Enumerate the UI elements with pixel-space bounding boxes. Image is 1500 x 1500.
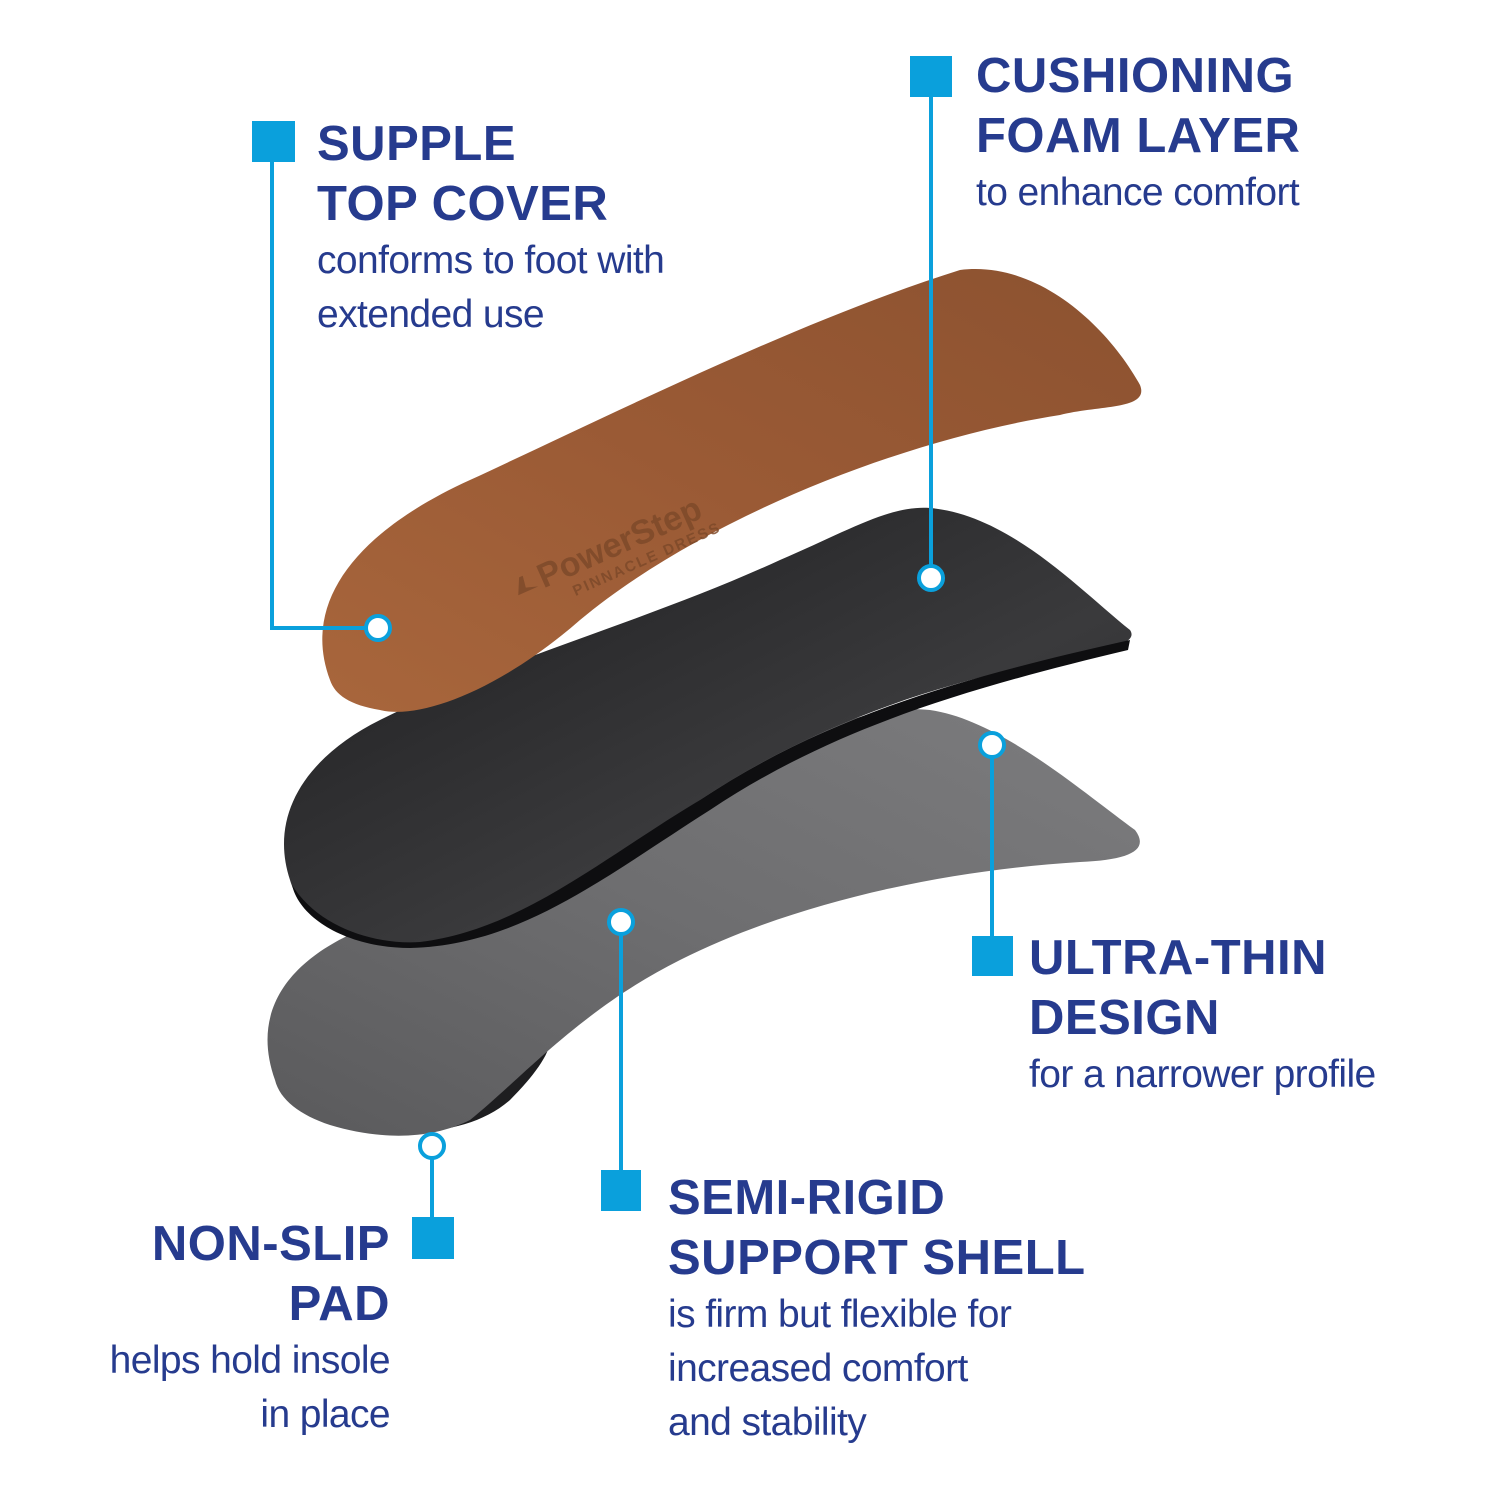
callout-description: is firm but flexible for <box>668 1293 1012 1336</box>
callout-title: SUPPORT SHELL <box>668 1231 1086 1285</box>
support-shell-shape <box>267 709 1140 1136</box>
callout-title: NON-SLIP <box>151 1217 390 1271</box>
callout-title: SUPPLE <box>317 117 517 171</box>
callout-cushioning-foam: CUSHIONING FOAM LAYER to enhance comfort <box>976 46 1300 220</box>
callout-description: extended use <box>317 293 545 336</box>
callout-title: PAD <box>288 1277 390 1331</box>
callout-description: helps hold insole <box>109 1339 391 1382</box>
callout-semi-rigid-shell: SEMI-RIGID SUPPORT SHELL is firm but fle… <box>668 1168 1086 1450</box>
callout-description: to enhance comfort <box>976 171 1300 214</box>
callout-description: in place <box>260 1393 390 1436</box>
callout-connectors <box>270 95 994 1219</box>
callout-title: CUSHIONING <box>976 49 1295 103</box>
callout-title: SEMI-RIGID <box>668 1171 946 1225</box>
callout-supple-top-cover: SUPPLE TOP COVER conforms to foot with e… <box>317 114 665 342</box>
callout-description: and stability <box>668 1401 867 1444</box>
callout-description: conforms to foot with <box>317 239 665 282</box>
callout-title: TOP COVER <box>317 177 609 231</box>
foam-layer-shape <box>284 507 1132 945</box>
callout-squares <box>252 56 1013 1259</box>
callout-non-slip-pad: NON-SLIP PAD helps hold insole in place <box>109 1214 391 1442</box>
callout-description: increased comfort <box>668 1347 968 1390</box>
callout-title: FOAM LAYER <box>976 109 1301 163</box>
top-cover-shape <box>322 269 1142 712</box>
callout-points <box>364 564 1006 1160</box>
callout-title: ULTRA-THIN <box>1029 931 1328 985</box>
callout-title: DESIGN <box>1029 991 1220 1045</box>
callout-ultra-thin: ULTRA-THIN DESIGN for a narrower profile <box>1029 928 1376 1102</box>
callout-description: for a narrower profile <box>1029 1053 1376 1096</box>
